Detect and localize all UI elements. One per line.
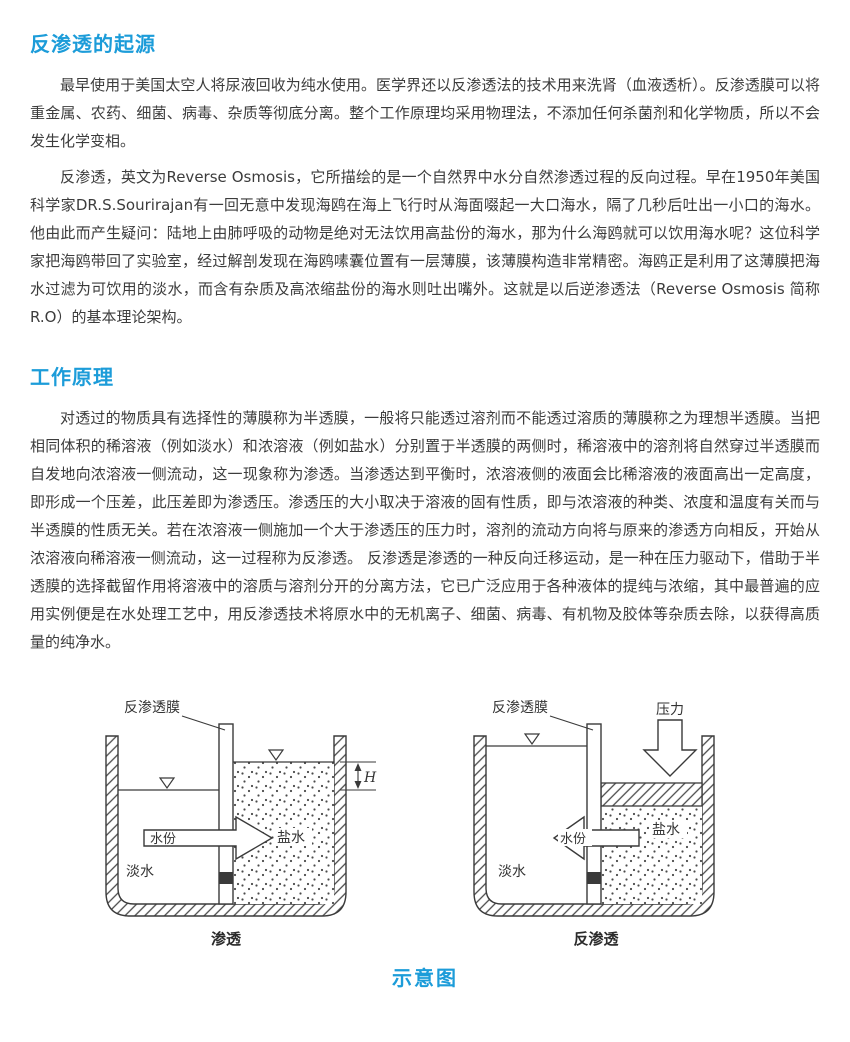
fresh-water-level-marker-icon — [158, 777, 176, 790]
vessel-walls — [105, 735, 347, 917]
principle-paragraph-1: 对透过的物质具有选择性的薄膜称为半透膜，一般将只能透过溶剂而不能透过溶质的薄膜称… — [30, 409, 820, 651]
membrane — [586, 723, 602, 905]
membrane-leader-line — [181, 715, 226, 731]
membrane-label: 反渗透膜 — [124, 700, 180, 716]
salt-water-label: 盐水 — [277, 830, 305, 846]
fresh-water-level-marker-icon — [523, 733, 541, 746]
origin-paragraph-1: 最早使用于美国太空人将尿液回收为纯水使用。医学界还以反渗透法的技术用来洗肾（血液… — [30, 76, 820, 150]
osmosis-diagram: 反渗透膜 H 水份 淡水 盐水 渗透 — [105, 700, 377, 948]
water-flow-arrow-icon — [143, 815, 274, 861]
salt-water-level-marker-icon — [267, 749, 285, 762]
document-page: 反渗透的起源 最早使用于美国太空人将尿液回收为纯水使用。医学界还以反渗透法的技术… — [30, 28, 820, 991]
origin-heading: 反渗透的起源 — [30, 32, 156, 56]
schematic-figure: 反渗透膜 H 水份 淡水 盐水 渗透 — [30, 686, 820, 991]
principle-heading: 工作原理 — [30, 365, 114, 389]
salt-water-label: 盐水 — [652, 822, 680, 838]
pressure-arrow-icon — [642, 719, 698, 777]
origin-paragraph-2: 反渗透，英文为Reverse Osmosis，它所描绘的是一个自然界中水分自然渗… — [30, 168, 820, 326]
diagram-row: 反渗透膜 H 水份 淡水 盐水 渗透 — [30, 686, 820, 958]
reverse-osmosis-caption: 反渗透 — [573, 930, 619, 948]
vessel-walls — [473, 735, 715, 917]
height-label: H — [363, 770, 377, 786]
dimension-arrow-down-icon — [354, 781, 362, 789]
figure-caption: 示意图 — [392, 966, 458, 990]
fresh-water-label: 淡水 — [126, 864, 154, 880]
pressure-label: 压力 — [656, 702, 684, 718]
membrane-holder — [219, 872, 233, 884]
salt-water-label-bg — [649, 820, 687, 838]
flow-label: 水份 — [560, 832, 586, 847]
membrane — [218, 723, 234, 905]
membrane-leader-line — [549, 715, 594, 731]
section-origin: 反渗透的起源 最早使用于美国太空人将尿液回收为纯水使用。医学界还以反渗透法的技术… — [30, 28, 820, 331]
membrane-label: 反渗透膜 — [492, 700, 548, 716]
piston — [600, 782, 703, 807]
reverse-osmosis-diagram: 反渗透膜 压力 水份 淡水 盐水 反渗透 — [473, 700, 715, 948]
fresh-water-label: 淡水 — [498, 864, 526, 880]
salt-water-label-bg — [274, 828, 312, 846]
height-dimension: H — [340, 761, 377, 791]
water-flow-arrow-icon — [552, 815, 640, 861]
dimension-arrow-up-icon — [354, 763, 362, 771]
flow-label: 水份 — [150, 832, 176, 847]
membrane-holder — [587, 872, 601, 884]
osmosis-caption: 渗透 — [211, 930, 242, 948]
flow-label-bg — [558, 829, 592, 846]
section-principle: 工作原理 对透过的物质具有选择性的薄膜称为半透膜，一般将只能透过溶剂而不能透过溶… — [30, 361, 820, 656]
